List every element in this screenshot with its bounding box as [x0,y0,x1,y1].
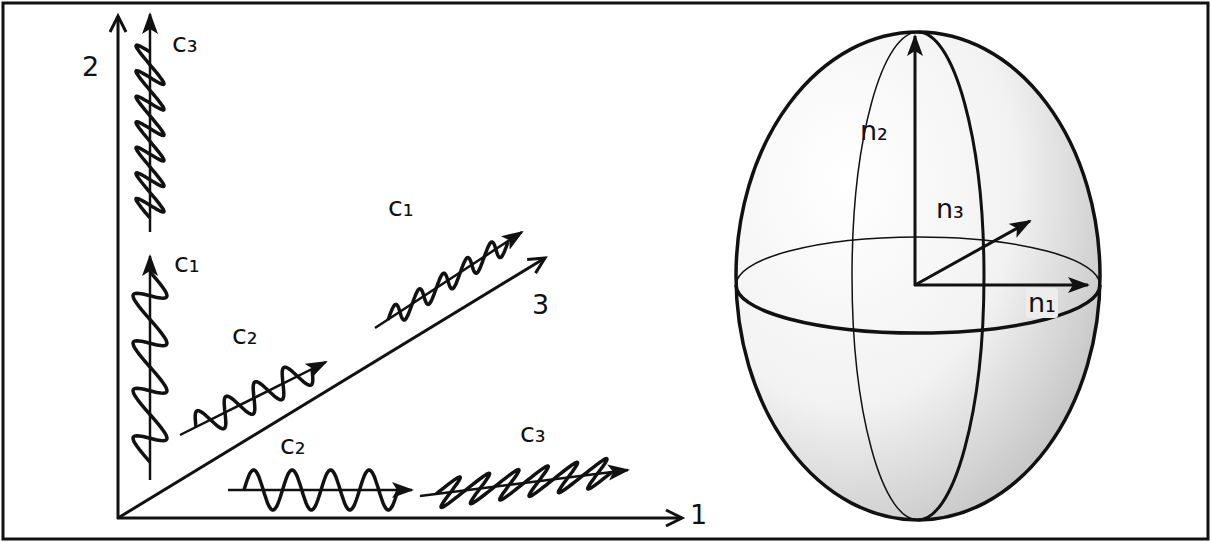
sine-wave [195,367,313,429]
axis-label: n₁ [1026,288,1058,318]
helix-wave [133,272,167,462]
axis-label: n₂ [860,116,888,146]
helix-wave [136,45,164,218]
axis-label: n₃ [936,194,964,224]
helix-wave [388,242,508,320]
wave-label: c₃ [172,28,198,58]
waves [133,45,612,510]
sine-wave [244,470,398,510]
wave-label: c₁ [388,192,414,222]
wave-label: c₂ [280,430,306,460]
wave-label: c₂ [232,320,258,350]
axis-label: 2 [82,52,99,82]
principal-axes [914,36,1088,286]
ellipsoid [736,32,1100,520]
axes [117,16,682,519]
frame [3,3,1208,539]
helix-wave [436,459,612,508]
axis-label: 1 [690,500,707,530]
wave-arrows [150,14,628,496]
axis-label: 3 [532,290,549,320]
wave-label: c₃ [520,418,546,448]
wave-label: c₁ [174,248,200,278]
